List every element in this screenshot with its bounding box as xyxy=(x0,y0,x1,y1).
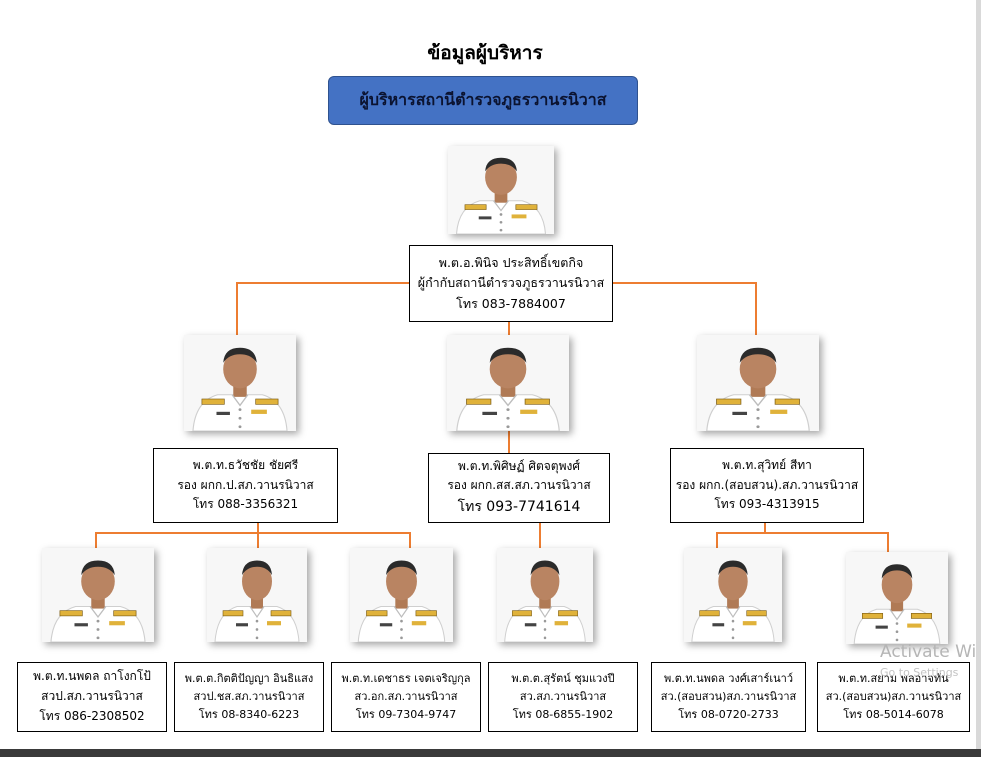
inspector-card: พ.ต.ต.สุรัตน์ ชุมแวงปี สว.สภ.วานรนิวาส โ… xyxy=(488,662,638,732)
inspector-photo xyxy=(684,548,782,642)
deputy-photo xyxy=(447,335,569,431)
officer-position: สวป.สภ.วานรนิวาส xyxy=(41,689,143,704)
officer-portrait xyxy=(846,552,948,644)
officer-phone: โทร 093-4313915 xyxy=(714,497,820,512)
officer-name: พ.ต.อ.พินิจ ประสิทธิ์เขตกิจ xyxy=(438,254,584,270)
officer-position: สวป.ชส.สภ.วานรนิวาส xyxy=(193,689,305,703)
officer-phone: โทร 08-8340-6223 xyxy=(198,708,300,722)
officer-position: รอง ผกก.สส.สภ.วานรนิวาส xyxy=(447,478,591,493)
officer-phone: โทร 09-7304-9747 xyxy=(355,708,457,722)
officer-position: สว.(สอบสวน)สภ.วานรนิวาส xyxy=(825,689,962,703)
inspector-card: พ.ต.ท.นพดล ถาโงกโป้ สวป.สภ.วานรนิวาส โทร… xyxy=(17,662,167,732)
chief-card: พ.ต.อ.พินิจ ประสิทธิ์เขตกิจ ผู้กำกับสถาน… xyxy=(409,245,613,322)
officer-position: สว.(สอบสวน)สภ.วานรนิวาส xyxy=(660,689,797,703)
officer-portrait xyxy=(684,548,782,642)
officer-portrait xyxy=(447,335,569,431)
connector xyxy=(508,430,510,453)
inspector-photo xyxy=(207,548,307,642)
deputy-card: พ.ต.ท.ธวัชชัย ชัยศรี รอง ผกก.ป.สภ.วานรนิ… xyxy=(153,448,338,523)
officer-position: ผู้กำกับสถานีตำรวจภูธรวานรนิวาส xyxy=(417,275,605,291)
inspector-card: พ.ต.ท.เดชาธร เจตเจริญกุล สว.อก.สภ.วานรนิ… xyxy=(331,662,481,732)
page-title: ข้อมูลผู้บริหาร xyxy=(427,42,543,64)
officer-phone: โทร 08-5014-6078 xyxy=(843,708,944,722)
officer-phone: โทร 08-6855-1902 xyxy=(512,708,614,722)
officer-portrait xyxy=(350,548,453,642)
inspector-photo xyxy=(42,548,154,642)
officer-name: พ.ต.ต.กิตติปัญญา อินธิแสง xyxy=(184,671,314,685)
inspector-photo xyxy=(350,548,453,642)
officer-portrait xyxy=(497,548,593,642)
officer-name: พ.ต.ท.พิศิษฏ์ ศิตจตุพงศ์ xyxy=(458,458,580,473)
window-right-edge xyxy=(976,0,981,757)
activation-watermark-hint: Go to Settings xyxy=(880,666,959,679)
inspector-card: พ.ต.ท.สยาม พลอาจทัน สว.(สอบสวน)สภ.วานรนิ… xyxy=(817,662,970,732)
inspector-photo xyxy=(846,552,948,644)
connector xyxy=(716,532,888,534)
officer-portrait xyxy=(448,146,554,234)
inspector-card: พ.ต.ต.กิตติปัญญา อินธิแสง สวป.ชส.สภ.วานร… xyxy=(174,662,324,732)
deputy-photo xyxy=(697,335,819,431)
officer-position: สว.อก.สภ.วานรนิวาส xyxy=(354,689,458,703)
officer-portrait xyxy=(184,335,296,431)
deputy-card: พ.ต.ท.พิศิษฏ์ ศิตจตุพงศ์ รอง ผกก.สส.สภ.ว… xyxy=(428,453,610,523)
officer-phone: โทร 088-3356321 xyxy=(192,497,299,512)
deputy-card: พ.ต.ท.สุวิทย์ สีทา รอง ผกก.(สอบสวน).สภ.ว… xyxy=(670,448,864,523)
inspector-card: พ.ต.ท.นพดล วงศ์เสาร์เนาว์ สว.(สอบสวน)สภ.… xyxy=(651,662,806,732)
connector xyxy=(887,532,889,554)
connector xyxy=(755,282,757,336)
officer-name: พ.ต.ท.นพดล ถาโงกโป้ xyxy=(33,669,151,684)
officer-phone: โทร 093-7741614 xyxy=(457,499,581,516)
connector xyxy=(409,532,411,550)
connector xyxy=(95,532,410,534)
connector xyxy=(508,321,510,337)
officer-position: สว.สภ.วานรนิวาส xyxy=(519,689,607,703)
connector xyxy=(257,522,259,550)
station-banner: ผู้บริหารสถานีตำรวจภูธรวานรนิวาส xyxy=(328,76,638,125)
officer-portrait xyxy=(207,548,307,642)
officer-portrait xyxy=(697,335,819,431)
window-bottom-edge xyxy=(0,749,981,757)
connector xyxy=(764,522,766,534)
officer-name: พ.ต.ต.สุรัตน์ ชุมแวงปี xyxy=(511,671,615,685)
officer-name: พ.ต.ท.เดชาธร เจตเจริญกุล xyxy=(341,671,471,685)
officer-phone: โทร 083-7884007 xyxy=(456,295,566,311)
officer-phone: โทร 08-0720-2733 xyxy=(678,708,779,722)
deputy-photo xyxy=(184,335,296,431)
officer-name: พ.ต.ท.สยาม พลอาจทัน xyxy=(838,671,949,685)
activation-watermark: Activate Wi xyxy=(880,642,977,662)
chief-photo xyxy=(448,146,554,234)
officer-portrait xyxy=(42,548,154,642)
officer-position: รอง ผกก.(สอบสวน).สภ.วานรนิวาส xyxy=(675,477,859,492)
connector xyxy=(236,282,238,336)
officer-name: พ.ต.ท.นพดล วงศ์เสาร์เนาว์ xyxy=(663,671,793,685)
connector xyxy=(539,522,541,550)
officer-position: รอง ผกก.ป.สภ.วานรนิวาส xyxy=(177,477,314,492)
inspector-photo xyxy=(497,548,593,642)
connector xyxy=(716,532,718,550)
officer-phone: โทร 086-2308502 xyxy=(39,708,145,723)
officer-name: พ.ต.ท.สุวิทย์ สีทา xyxy=(722,457,812,472)
connector xyxy=(95,532,97,550)
officer-name: พ.ต.ท.ธวัชชัย ชัยศรี xyxy=(192,457,299,472)
